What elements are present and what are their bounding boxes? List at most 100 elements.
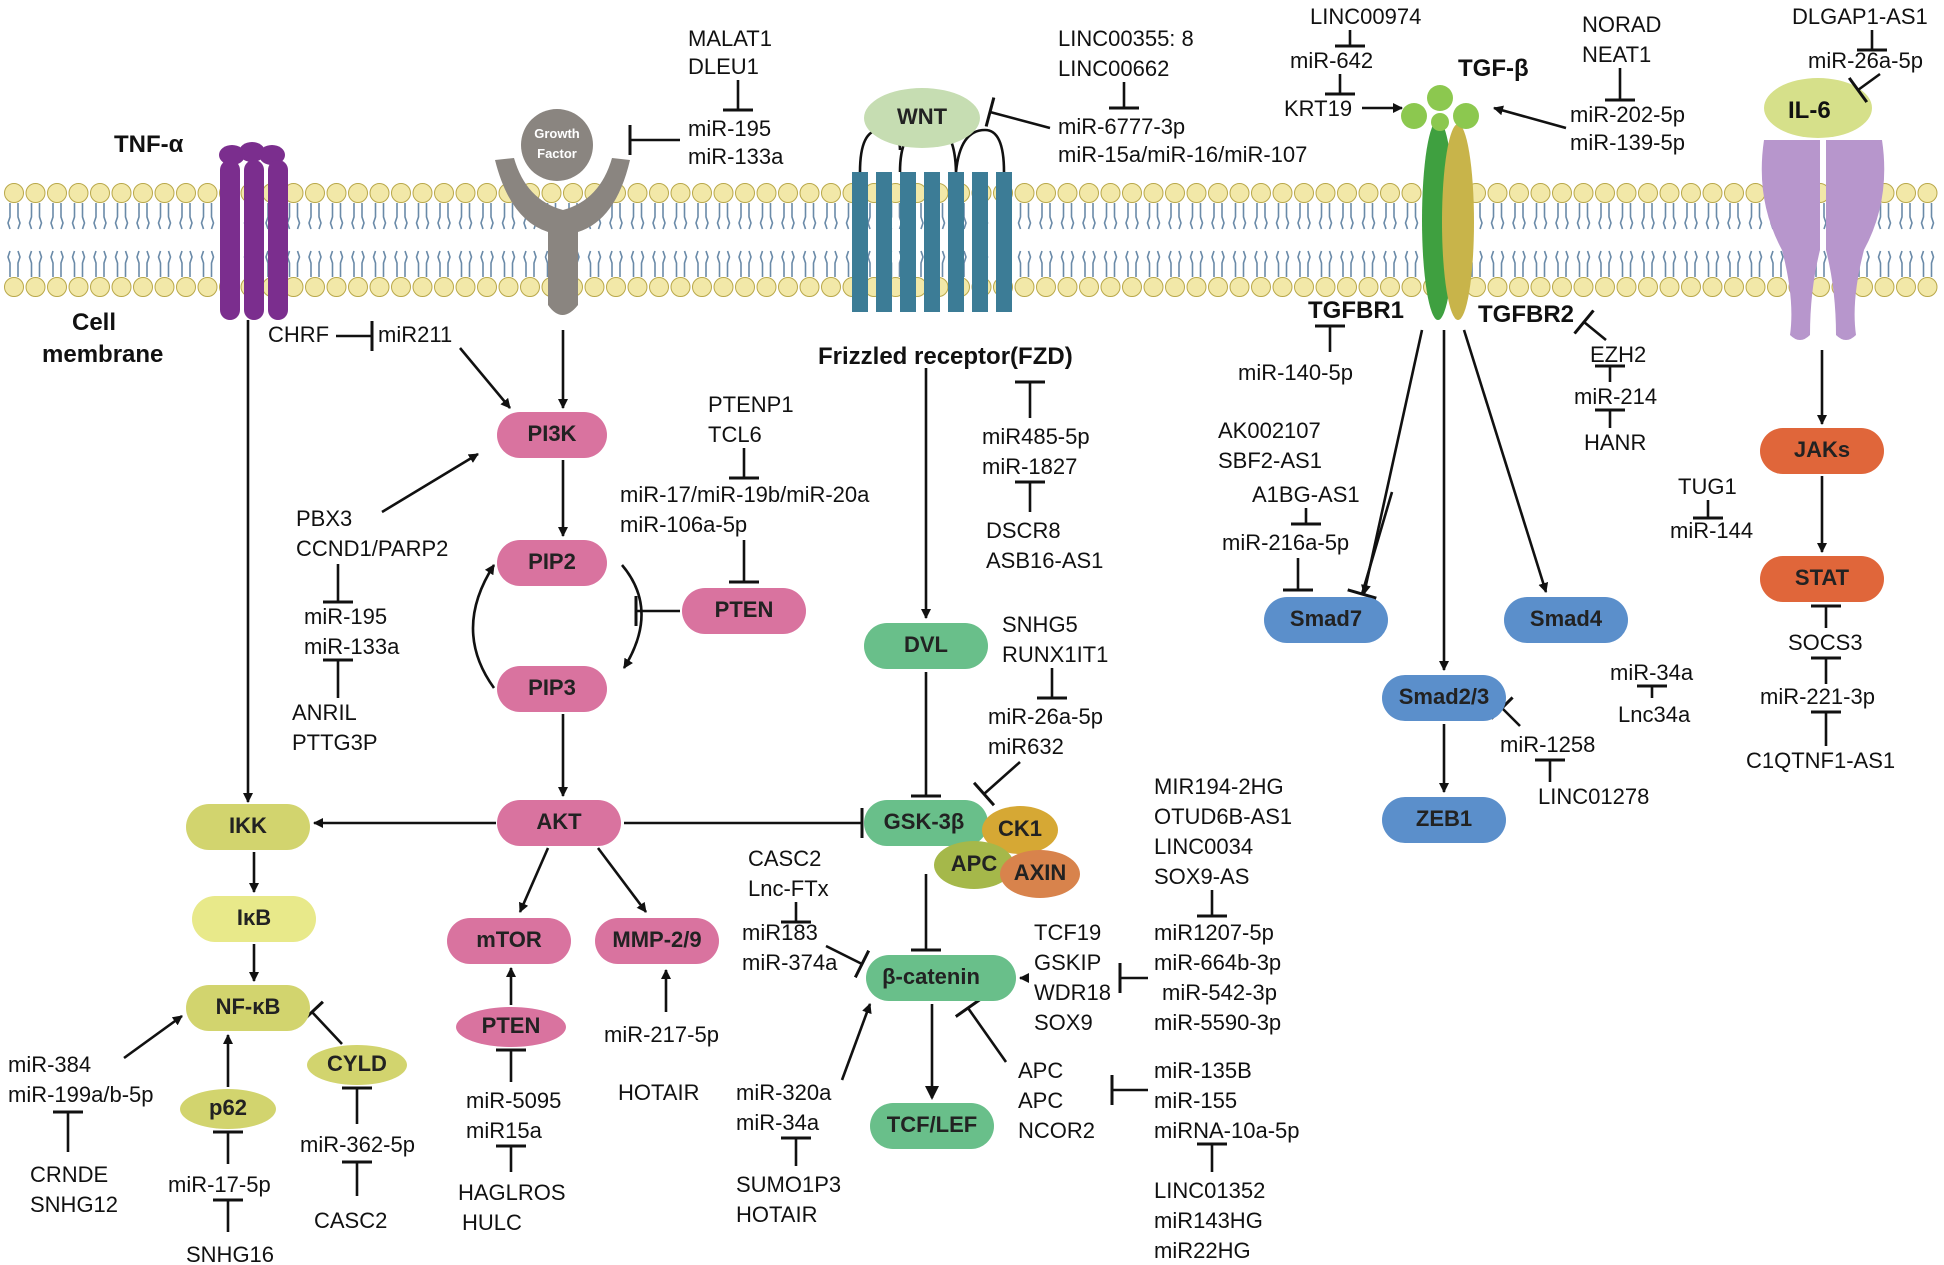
mir34a-tgf-label: miR-34a: [1610, 660, 1694, 685]
mir195-gf-label: miR-195: [688, 116, 771, 141]
mir133a-b-label: miR-133a: [304, 634, 400, 659]
anril-label: ANRIL: [292, 700, 357, 725]
mir1258-label: miR-1258: [1500, 732, 1595, 757]
otud6b-label: OTUD6B-AS1: [1154, 804, 1292, 829]
apc-label: APC: [951, 851, 998, 876]
ptenp1-label: PTENP1: [708, 392, 794, 417]
mir106a-label: miR-106a-5p: [620, 512, 747, 537]
zeb1-node: [1382, 797, 1506, 843]
mmp-label: MMP-2/9: [612, 927, 701, 952]
hotair-wnt-label: HOTAIR: [736, 1202, 817, 1227]
lnc-ftx-label: Lnc-FTx: [748, 876, 829, 901]
apc-to-bcat: [954, 998, 1008, 1063]
smad4-node: [1504, 597, 1628, 643]
mir214-label: miR-214: [1574, 384, 1657, 409]
mir34a-wnt-label: miR-34a: [736, 1110, 820, 1135]
mir183-to-bcat: [825, 944, 871, 979]
tnf-receptor: [219, 142, 288, 320]
mir199a-label: miR-199a/b-5p: [8, 1082, 154, 1107]
jaks-node: [1760, 428, 1884, 474]
ikk-node: [186, 804, 310, 850]
casc2-b-label: CASC2: [314, 1208, 387, 1233]
linc01278-label: LINC01278: [1538, 784, 1649, 809]
smad4-label: Smad4: [1530, 606, 1603, 631]
mir216a-label: miR-216a-5p: [1222, 530, 1349, 555]
pbx3-label: PBX3: [296, 506, 352, 531]
dvl-label: DVL: [904, 632, 948, 657]
mir26a-to-il6: [1847, 72, 1881, 104]
snhg5-label: SNHG5: [1002, 612, 1078, 637]
mir17-cluster-label: miR-17/miR-19b/miR-20a: [620, 482, 870, 507]
snhg16-label: SNHG16: [186, 1242, 274, 1265]
cell-membrane: [4, 183, 1938, 297]
jaks-label: JAKs: [1794, 437, 1850, 462]
mir183-label: miR183: [742, 920, 818, 945]
mir155-label: miR-155: [1154, 1088, 1237, 1113]
akt-to-mtor: [518, 847, 550, 913]
p62-node: [180, 1089, 276, 1129]
pip3-node: [497, 666, 607, 712]
stat-node: [1760, 556, 1884, 602]
cyld-label: CYLD: [327, 1051, 387, 1076]
pip3-label: PIP3: [528, 675, 576, 700]
mir320a-label: miR-320a: [736, 1080, 832, 1105]
mir6777-label: miR-6777-3p: [1058, 114, 1185, 139]
krt19-label: KRT19: [1284, 96, 1352, 121]
c1qtnf1-label: C1QTNF1-AS1: [1746, 748, 1895, 773]
growth-factor-label-1: Growth: [534, 126, 580, 141]
akt-label: AKT: [536, 809, 582, 834]
a1bg-as1-label: A1BG-AS1: [1252, 482, 1360, 507]
tug1-label: TUG1: [1678, 474, 1737, 499]
pi3k-label: PI3K: [528, 421, 577, 446]
dleu1-label: DLEU1: [688, 54, 759, 79]
ak002107-label: AK002107: [1218, 418, 1321, 443]
il6-label: IL-6: [1788, 97, 1831, 124]
norad-label: NORAD: [1582, 12, 1661, 37]
linc0034-label: LINC0034: [1154, 834, 1253, 859]
mir5590-label: miR-5590-3p: [1154, 1010, 1281, 1035]
apc-2-label: APC: [1018, 1088, 1063, 1113]
mir542-label: miR-542-3p: [1162, 980, 1277, 1005]
malat1-label: MALAT1: [688, 26, 772, 51]
casc2-top-label: CASC2: [748, 846, 821, 871]
linc00355-label: LINC00355: 8: [1058, 26, 1194, 51]
mir217-label: miR-217-5p: [604, 1022, 719, 1047]
frizzled-receptor-label: Frizzled receptor(FZD): [818, 343, 1073, 370]
mir221-label: miR-221-3p: [1760, 684, 1875, 709]
mmp-node: [595, 918, 719, 964]
mir133a-gf-label: miR-133a: [688, 144, 784, 169]
dscr8-label: DSCR8: [986, 518, 1061, 543]
ncor2-label: NCOR2: [1018, 1118, 1095, 1143]
linc00662-label: LINC00662: [1058, 56, 1169, 81]
mir1827-label: miR-1827: [982, 454, 1077, 479]
smad23-label: Smad2/3: [1399, 684, 1490, 709]
wnt-ligand: [864, 88, 980, 148]
cyld-to-nfkb: [300, 1000, 343, 1045]
pip2-label: PIP2: [528, 549, 576, 574]
mir194-2hg-label: MIR194-2HG: [1154, 774, 1284, 799]
il6-receptor: [1761, 78, 1885, 340]
pttg3p-label: PTTG3P: [292, 730, 378, 755]
haglros-label: HAGLROS: [458, 1180, 566, 1205]
mir664b-label: miR-664b-3p: [1154, 950, 1281, 975]
regulator-labels: MALAT1 DLEU1 miR-195 miR-133a LINC00355:…: [8, 4, 1928, 1265]
chrf-label: CHRF: [268, 322, 329, 347]
mtor-label: mTOR: [476, 927, 542, 952]
ikk-label: IKK: [229, 813, 267, 838]
tcl6-label: TCL6: [708, 422, 762, 447]
mir632-label: miR632: [988, 734, 1064, 759]
growth-factor-label-2: Factor: [537, 146, 577, 161]
cell-membrane-label-1: Cell: [72, 309, 116, 336]
gsk3b-label: GSK-3β: [884, 809, 965, 834]
pathway-connectors: [53, 30, 1887, 1232]
dvl-node: [864, 623, 988, 669]
cyld-node: [307, 1045, 407, 1085]
beta-catenin-label: β-catenin: [882, 964, 980, 989]
apc-1-label: APC: [1018, 1058, 1063, 1083]
mir139-label: miR-139-5p: [1570, 130, 1685, 155]
beta-catenin-node: [866, 955, 1016, 1001]
mir5095-label: miR-5095: [466, 1088, 561, 1113]
akt-to-mmp: [596, 847, 648, 913]
mir135b-label: miR-135B: [1154, 1058, 1252, 1083]
